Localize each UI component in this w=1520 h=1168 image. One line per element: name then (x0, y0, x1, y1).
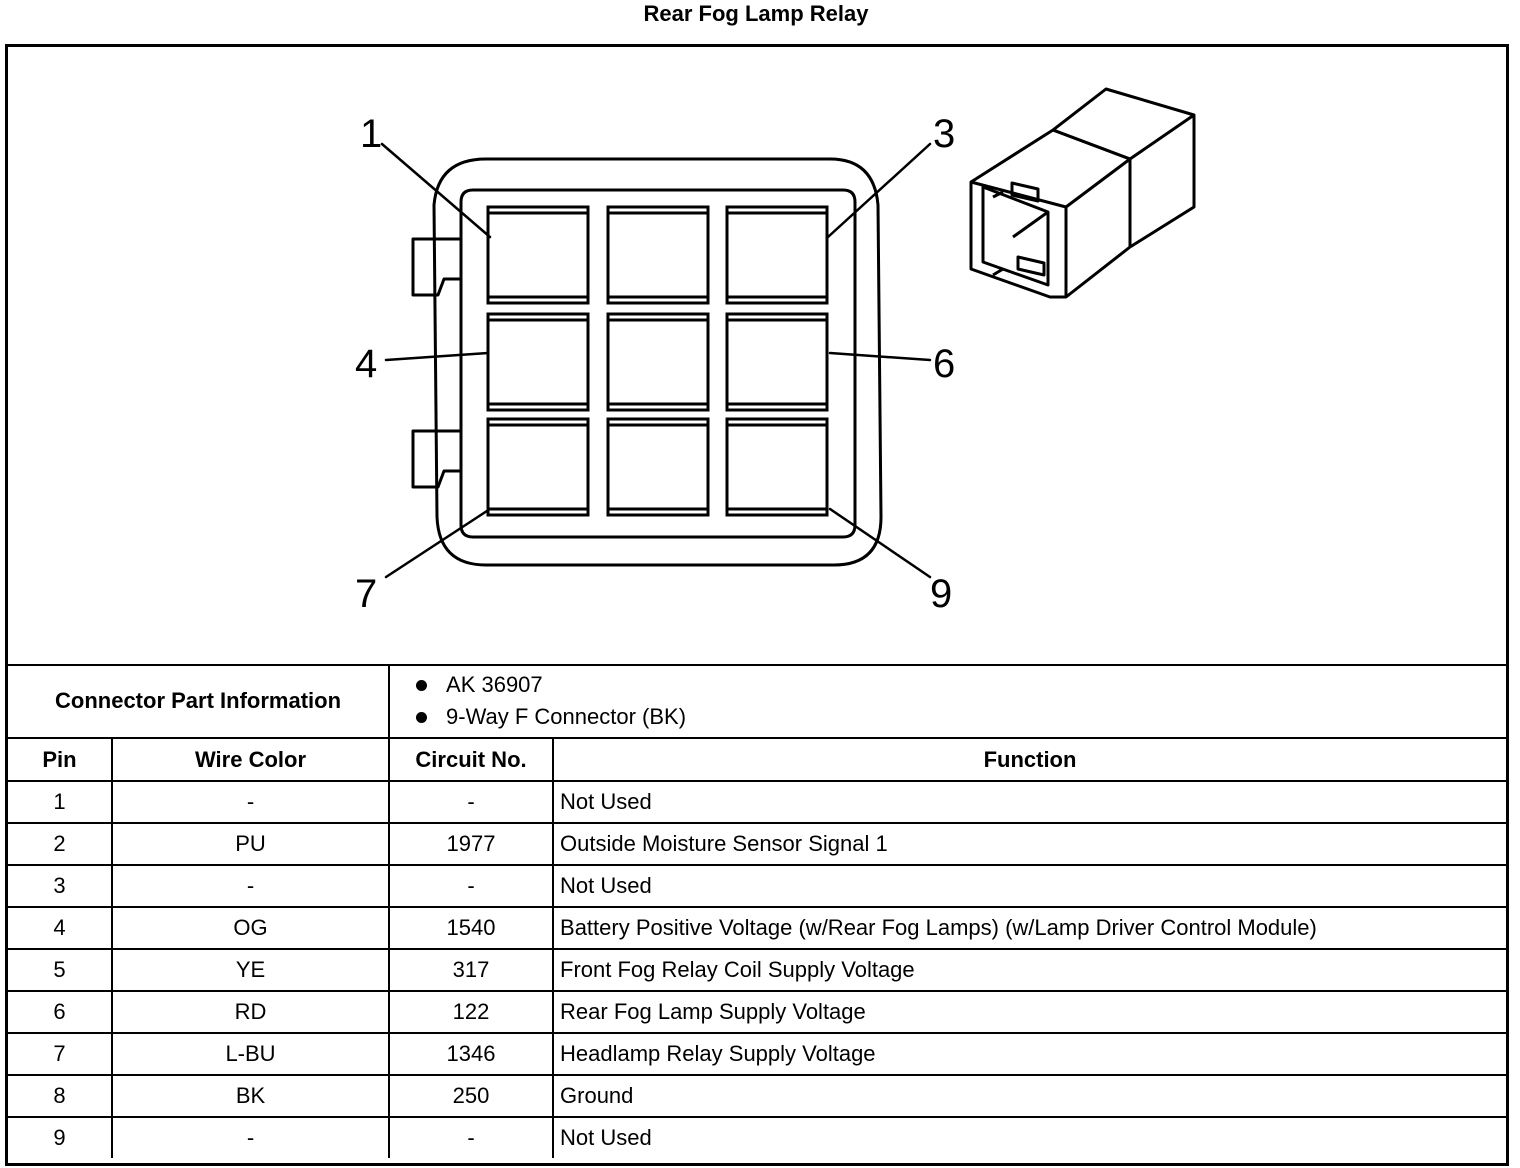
pin-label-1: 1 (360, 112, 382, 156)
cell-function: Not Used (552, 780, 1506, 824)
table-row: 6 RD 122 Rear Fog Lamp Supply Voltage (8, 990, 1506, 1034)
table-row: 8 BK 250 Ground (8, 1074, 1506, 1118)
cell-wire-color: BK (110, 1074, 391, 1118)
latch-upper (411, 237, 463, 297)
cell-pin: 3 (8, 864, 113, 908)
cell-circuit-no: 1540 (388, 906, 555, 950)
cavity-7 (486, 417, 590, 517)
cell-circuit-no: - (388, 1116, 555, 1158)
cell-wire-color: - (110, 1116, 391, 1158)
cavity-3 (725, 205, 829, 305)
cell-circuit-no: 250 (388, 1074, 555, 1118)
header-function: Function (552, 737, 1506, 782)
cell-pin: 6 (8, 990, 113, 1034)
cell-function: Front Fog Relay Coil Supply Voltage (552, 948, 1506, 992)
cell-pin: 9 (8, 1116, 113, 1158)
cell-circuit-no: 317 (388, 948, 555, 992)
leader-pin-3 (826, 142, 932, 239)
cavity-4 (486, 312, 590, 412)
cell-circuit-no: - (388, 864, 555, 908)
cell-pin: 1 (8, 780, 113, 824)
cell-pin: 8 (8, 1074, 113, 1118)
cell-pin: 4 (8, 906, 113, 950)
leader-pin-9 (828, 507, 932, 579)
cell-function: Battery Positive Voltage (w/Rear Fog Lam… (552, 906, 1506, 950)
cell-function: Headlamp Relay Supply Voltage (552, 1032, 1506, 1076)
connector-sheet: 1 3 4 6 7 9 (5, 44, 1509, 1166)
relay-icon (969, 87, 1196, 299)
leader-pin-7 (384, 507, 492, 579)
connector-description: 9-Way F Connector (BK) (416, 701, 1506, 733)
cavity-6 (725, 312, 829, 412)
cell-function: Not Used (552, 864, 1506, 908)
cell-wire-color: - (110, 780, 391, 824)
cell-pin: 7 (8, 1032, 113, 1076)
table-row: 7 L-BU 1346 Headlamp Relay Supply Voltag… (8, 1032, 1506, 1076)
pin-label-6: 6 (933, 342, 955, 386)
leader-pin-6 (828, 351, 932, 362)
cell-function: Not Used (552, 1116, 1506, 1158)
cell-circuit-no: 1346 (388, 1032, 555, 1076)
table-row: 2 PU 1977 Outside Moisture Sensor Signal… (8, 822, 1506, 866)
cell-wire-color: L-BU (110, 1032, 391, 1076)
leader-pin-4 (384, 351, 490, 362)
connector-face-drawing: 1 3 4 6 7 9 (355, 87, 1196, 616)
cell-pin: 5 (8, 948, 113, 992)
connector-shell-inner (459, 188, 857, 539)
header-wire-color: Wire Color (110, 737, 391, 782)
connector-shell-outer (432, 157, 883, 567)
leader-pin-1 (380, 142, 492, 239)
connector-part-info-row: Connector Part Information AK 36907 9-Wa… (8, 664, 1506, 739)
cell-circuit-no: 122 (388, 990, 555, 1034)
table-row: 1 - - Not Used (8, 780, 1506, 824)
cell-circuit-no: 1977 (388, 822, 555, 866)
connector-part-info-list: AK 36907 9-Way F Connector (BK) (388, 664, 1506, 739)
cavity-9 (725, 417, 829, 517)
page-title: Rear Fog Lamp Relay (643, 1, 869, 26)
cavity-8 (606, 417, 710, 517)
cell-wire-color: YE (110, 948, 391, 992)
cell-wire-color: PU (110, 822, 391, 866)
table-header-row: Pin Wire Color Circuit No. Function (8, 737, 1506, 782)
cell-wire-color: RD (110, 990, 391, 1034)
table-row: 9 - - Not Used (8, 1116, 1506, 1158)
connector-part-info-label: Connector Part Information (8, 664, 391, 739)
cell-wire-color: OG (110, 906, 391, 950)
table-row: 3 - - Not Used (8, 864, 1506, 908)
connector-part-number: AK 36907 (416, 669, 1506, 701)
cell-function: Rear Fog Lamp Supply Voltage (552, 990, 1506, 1034)
table-row: 5 YE 317 Front Fog Relay Coil Supply Vol… (8, 948, 1506, 992)
cell-wire-color: - (110, 864, 391, 908)
pin-label-3: 3 (933, 112, 955, 156)
cavity-5 (606, 312, 710, 412)
pin-label-7: 7 (355, 572, 377, 616)
pin-label-4: 4 (355, 342, 377, 386)
pin-label-9: 9 (930, 572, 952, 616)
cell-circuit-no: - (388, 780, 555, 824)
cavity-2 (606, 205, 710, 305)
header-circuit-no: Circuit No. (388, 737, 555, 782)
latch-lower (411, 429, 463, 489)
pinout-table: Connector Part Information AK 36907 9-Wa… (8, 664, 1506, 1158)
header-pin: Pin (8, 737, 113, 782)
cell-function: Ground (552, 1074, 1506, 1118)
cell-pin: 2 (8, 822, 113, 866)
cell-function: Outside Moisture Sensor Signal 1 (552, 822, 1506, 866)
connector-diagram: 1 3 4 6 7 9 (8, 47, 1506, 666)
table-row: 4 OG 1540 Battery Positive Voltage (w/Re… (8, 906, 1506, 950)
cavity-1 (486, 205, 590, 305)
